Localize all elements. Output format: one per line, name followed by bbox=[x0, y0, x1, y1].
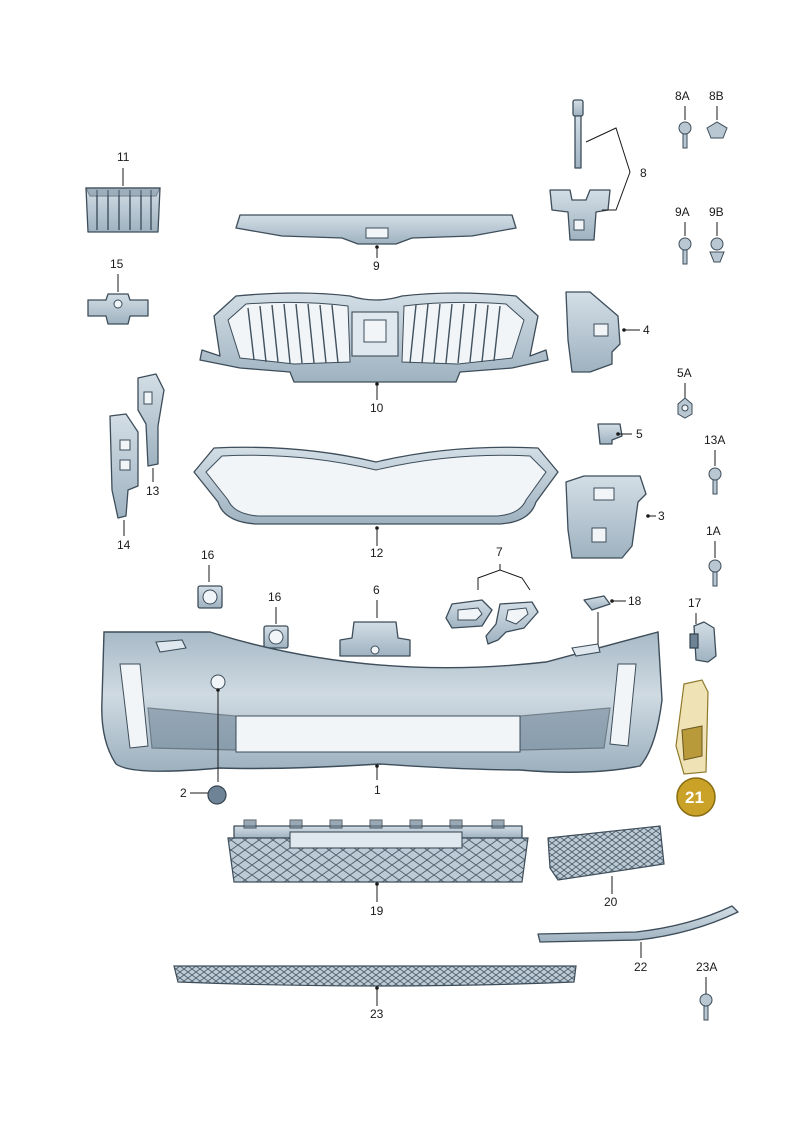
label-4[interactable]: 4 bbox=[643, 323, 650, 337]
part-1-bumper-cover bbox=[101, 631, 663, 773]
label-5A[interactable]: 5A bbox=[677, 366, 692, 380]
part-14-bracket-left bbox=[109, 413, 139, 519]
part-12-grille-surround bbox=[193, 446, 559, 525]
label-1A[interactable]: 1A bbox=[706, 524, 721, 538]
part-8-bracket-and-pin bbox=[549, 99, 611, 241]
label-14[interactable]: 14 bbox=[117, 538, 131, 552]
part-18-washer-cap bbox=[583, 595, 611, 611]
label-12[interactable]: 12 bbox=[370, 546, 384, 560]
label-13[interactable]: 13 bbox=[146, 484, 160, 498]
label-8B[interactable]: 8B bbox=[709, 89, 724, 103]
label-6[interactable]: 6 bbox=[373, 583, 380, 597]
part-21-trim-right bbox=[675, 679, 709, 775]
label-7[interactable]: 7 bbox=[496, 545, 503, 559]
part-15-bracket bbox=[87, 293, 149, 325]
label-10[interactable]: 10 bbox=[370, 401, 384, 415]
label-2[interactable]: 2 bbox=[180, 786, 187, 800]
label-3[interactable]: 3 bbox=[658, 509, 665, 523]
label-19[interactable]: 19 bbox=[370, 904, 384, 918]
screw-8A bbox=[678, 121, 692, 149]
part-19-lower-grille bbox=[227, 819, 529, 883]
label-5[interactable]: 5 bbox=[636, 427, 643, 441]
label-16-upper[interactable]: 16 bbox=[201, 548, 215, 562]
part-4-bracket-right bbox=[565, 291, 621, 373]
part-11-grille-insert bbox=[85, 187, 161, 233]
label-21: 21 bbox=[685, 788, 704, 807]
screw-1A bbox=[708, 559, 722, 587]
label-9[interactable]: 9 bbox=[373, 259, 380, 273]
label-23A[interactable]: 23A bbox=[696, 960, 717, 974]
label-20[interactable]: 20 bbox=[604, 895, 618, 909]
part-22-trim-strip bbox=[537, 905, 739, 943]
part-9-upper-trim bbox=[235, 214, 517, 245]
part-6-license-bracket bbox=[339, 621, 411, 657]
screw-9B bbox=[709, 237, 725, 263]
screw-9A bbox=[678, 237, 692, 265]
screw-23A bbox=[699, 993, 713, 1021]
label-1[interactable]: 1 bbox=[374, 783, 381, 797]
part-16-sensor-holder-upper bbox=[197, 585, 223, 609]
part-17-clip bbox=[689, 621, 717, 663]
part-23-spoiler bbox=[173, 965, 577, 987]
part-7-tow-hook-covers bbox=[445, 599, 539, 645]
label-17[interactable]: 17 bbox=[688, 596, 702, 610]
label-11[interactable]: 11 bbox=[117, 150, 130, 164]
part-2-sensor-cap bbox=[207, 785, 227, 805]
label-13A[interactable]: 13A bbox=[704, 433, 725, 447]
part-3-bracket-right bbox=[565, 475, 647, 559]
label-18[interactable]: 18 bbox=[628, 594, 642, 608]
label-9A[interactable]: 9A bbox=[675, 205, 690, 219]
part-10-radiator-grille bbox=[199, 292, 549, 383]
nut-5A bbox=[677, 397, 693, 419]
label-16-lower[interactable]: 16 bbox=[268, 590, 282, 604]
part-20-side-grille bbox=[547, 825, 665, 881]
label-23[interactable]: 23 bbox=[370, 1007, 384, 1021]
label-8[interactable]: 8 bbox=[640, 166, 647, 180]
clip-8B bbox=[706, 121, 728, 139]
part-5-clip bbox=[597, 423, 623, 445]
part-16-sensor-holder-lower bbox=[263, 625, 289, 649]
label-9B[interactable]: 9B bbox=[709, 205, 724, 219]
label-8A[interactable]: 8A bbox=[675, 89, 690, 103]
highlight-badge-21[interactable]: 21 bbox=[676, 777, 716, 817]
part-13-bracket-left bbox=[137, 373, 165, 467]
label-15[interactable]: 15 bbox=[110, 257, 124, 271]
label-22[interactable]: 22 bbox=[634, 960, 648, 974]
screw-13A bbox=[708, 467, 722, 495]
